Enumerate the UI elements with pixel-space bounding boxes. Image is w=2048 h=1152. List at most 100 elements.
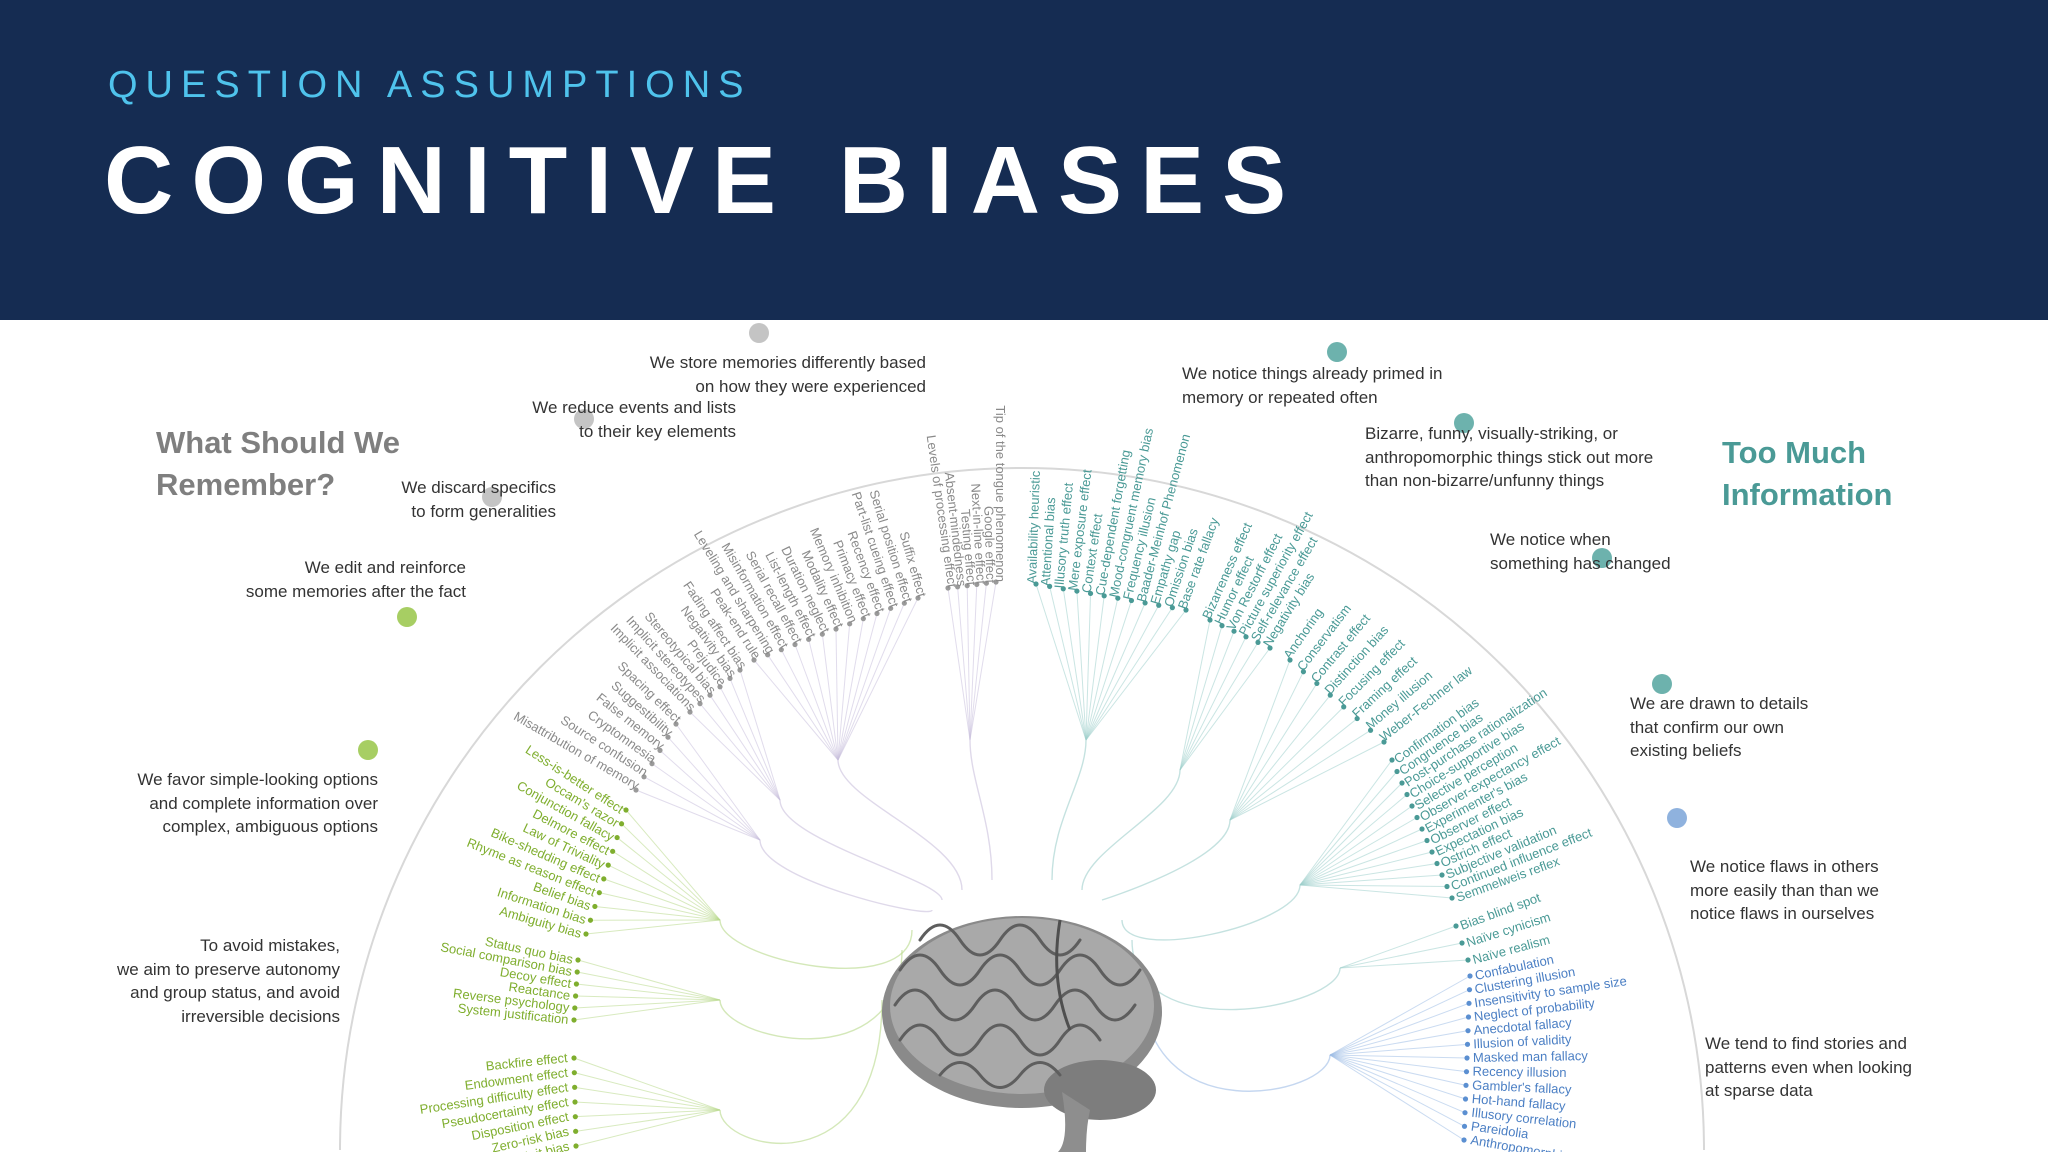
leaf-dot <box>619 821 624 826</box>
leaf-dot <box>572 1070 577 1075</box>
leaf-dot <box>1459 940 1464 945</box>
brain-cerebellum <box>1044 1060 1156 1120</box>
branch-label-confirm-beliefs: We are drawn to detailsthat confirm our … <box>1630 692 1890 763</box>
trunk-line <box>720 950 902 1039</box>
trunk-line <box>720 920 912 968</box>
leaf-dot <box>597 890 602 895</box>
fan-line <box>1300 760 1392 885</box>
leaf-dot <box>1467 987 1472 992</box>
fan-line <box>1230 742 1384 820</box>
fan-line <box>1300 885 1447 887</box>
brain-illustration <box>882 916 1162 1152</box>
trunk-line <box>1142 980 1330 1091</box>
fan-line <box>1300 829 1422 885</box>
fan-line <box>1036 584 1086 740</box>
branch-node-reduce-events[interactable] <box>749 323 769 343</box>
branch-label-find-stories: We tend to find stories andpatterns even… <box>1705 1032 1985 1103</box>
fan-line <box>660 750 760 840</box>
fan-line <box>1300 783 1402 885</box>
fan-line <box>1086 608 1172 740</box>
fan-line <box>1180 642 1258 770</box>
leaf-dot <box>572 1085 577 1090</box>
fan-line <box>948 588 970 740</box>
fan-line <box>578 960 720 1000</box>
fan-line <box>1230 672 1303 820</box>
trunk-line <box>720 1000 882 1143</box>
fan-line <box>586 920 720 934</box>
fan-line <box>652 764 760 840</box>
trunk-line <box>1102 820 1230 900</box>
fan-line <box>1230 695 1330 820</box>
leaf-dot <box>615 835 620 840</box>
branch-label-notice-change: We notice whensomething has changed <box>1490 528 1790 575</box>
fan-line <box>644 777 760 840</box>
fan-line <box>1086 601 1131 740</box>
branch-label-avoid-mistakes: To avoid mistakes,we aim to preserve aut… <box>40 934 340 1028</box>
fan-line <box>1300 806 1412 885</box>
leaf-dot <box>1467 973 1472 978</box>
fan-line <box>1180 631 1234 770</box>
leaf-dot <box>1462 1124 1467 1129</box>
fan-line <box>1230 730 1371 820</box>
branch-node-avoid-mistakes[interactable] <box>358 740 378 760</box>
fan-line <box>622 824 720 920</box>
leaf-dot <box>1466 1014 1471 1019</box>
branch-node-favor-simple[interactable] <box>397 607 417 627</box>
branch-label-reduce-events: We reduce events and liststo their key e… <box>436 396 736 443</box>
leaf-dot <box>573 1129 578 1134</box>
leaf-dot <box>573 1114 578 1119</box>
leaf-dot <box>1429 849 1434 854</box>
leaf-dot <box>1461 1137 1466 1142</box>
fan-line <box>822 634 838 760</box>
leaf-dot <box>1464 1069 1469 1074</box>
fan-line <box>838 603 904 760</box>
leaf-dot <box>575 969 580 974</box>
branch-node-find-stories[interactable] <box>1667 808 1687 828</box>
leaf-dot <box>1453 923 1458 928</box>
leaf-dot <box>1464 1055 1469 1060</box>
category-information-title: Too MuchInformation <box>1722 432 1922 516</box>
leaf-dot <box>571 1055 576 1060</box>
fan-line <box>781 650 838 760</box>
leaf-dot <box>572 1099 577 1104</box>
fan-line <box>575 1000 720 1008</box>
fan-line <box>1180 620 1210 770</box>
fan-line <box>599 893 720 920</box>
leaf-dot <box>572 1005 577 1010</box>
fan-line <box>617 838 720 920</box>
leaf-dot <box>1465 957 1470 962</box>
fan-line <box>1300 818 1417 886</box>
fan-line <box>1330 1055 1465 1126</box>
fan-line <box>836 629 838 760</box>
leaf-dot <box>588 918 593 923</box>
leaf-dot <box>1463 1083 1468 1088</box>
leaf-dot <box>573 993 578 998</box>
leaf-dot <box>1444 884 1449 889</box>
leaf-dot <box>1439 872 1444 877</box>
bias-label: Masked man fallacy <box>1473 1048 1589 1065</box>
leaf-dot <box>610 849 615 854</box>
fan-line <box>700 704 780 800</box>
leaf-dot <box>583 931 588 936</box>
trunk-line <box>1122 885 1300 940</box>
leaf-dot <box>1463 1096 1468 1101</box>
fan-line <box>574 1000 720 1020</box>
leaf-dot <box>575 957 580 962</box>
leaf-dot <box>592 904 597 909</box>
leaf-group-mistakes: Status quo biasSocial comparison biasDec… <box>439 934 580 1027</box>
leaf-dot <box>571 1017 576 1022</box>
trunk-line <box>1132 940 1340 1010</box>
fan-line <box>574 1073 720 1110</box>
leaf-group-store: Tip of the tongue phenomenonGoogle effec… <box>924 405 1008 590</box>
fan-line <box>1330 1055 1466 1099</box>
fan-line <box>730 678 780 800</box>
fan-line <box>668 737 760 840</box>
branch-node-bizarre-things[interactable] <box>1327 342 1347 362</box>
branch-node-flaws-others[interactable] <box>1652 674 1672 694</box>
trunk-line <box>970 740 992 880</box>
